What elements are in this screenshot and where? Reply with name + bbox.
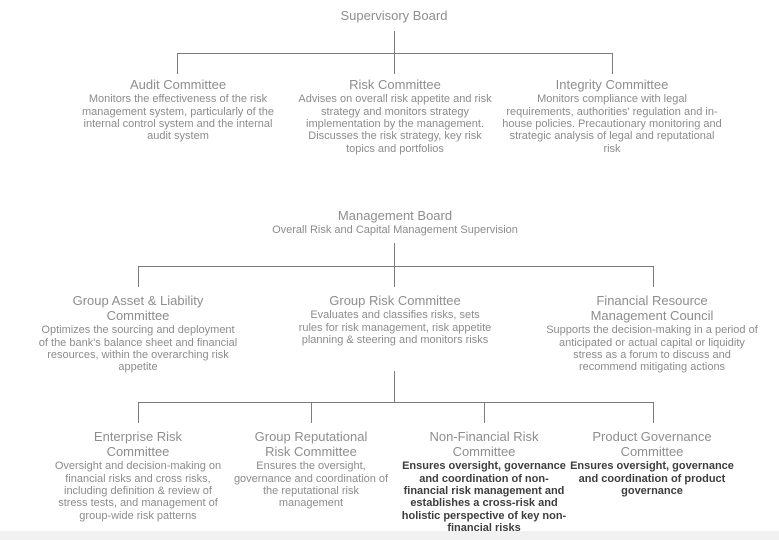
node-supervisory-board: Supervisory Board	[294, 8, 494, 23]
node-risk-committee: Risk Committee Advises on overall risk a…	[297, 77, 493, 155]
connector-drop-audit	[177, 53, 178, 74]
connector-group-risk-branch	[138, 402, 654, 403]
connector-drop-reputational-risk	[311, 402, 312, 423]
node-title: Product Governance Committee	[592, 429, 712, 460]
connector-drop-frmc	[653, 266, 654, 287]
node-group-asset-liability-committee: Group Asset & Liability Committee Optimi…	[38, 293, 238, 374]
node-subtitle: Overall Risk and Capital Management Supe…	[272, 224, 518, 237]
node-description: Optimizes the sourcing and deployment of…	[38, 324, 238, 374]
node-title: Management Board	[337, 208, 453, 223]
connector-supervisory-branch	[177, 53, 613, 54]
node-title: Group Reputational Risk Committee	[254, 429, 368, 460]
connector-drop-enterprise-risk	[138, 402, 139, 423]
node-audit-committee: Audit Committee Monitors the effectivene…	[73, 77, 283, 143]
node-description: Advises on overall risk appetite and ris…	[298, 93, 492, 155]
node-description: Oversight and decision-making on financi…	[54, 460, 222, 522]
node-enterprise-risk-committee: Enterprise Risk Committee Oversight and …	[36, 429, 240, 522]
connector-supervisory-stem	[394, 31, 395, 53]
node-title: Non-Financial Risk Committee	[429, 429, 539, 460]
node-title: Group Risk Committee	[329, 293, 461, 308]
node-non-financial-risk-committee: Non-Financial Risk Committee Ensures ove…	[397, 429, 571, 535]
node-description: Monitors compliance with legal requireme…	[502, 93, 722, 155]
node-title: Risk Committee	[349, 77, 441, 92]
connector-drop-group-risk	[394, 266, 395, 287]
node-description: Supports the decision-making in a period…	[546, 324, 758, 374]
connector-drop-integrity	[612, 53, 613, 74]
connector-management-branch	[138, 266, 654, 267]
node-title: Supervisory Board	[340, 8, 448, 23]
connector-drop-product-governance	[653, 402, 654, 423]
window-bottom-edge	[0, 531, 779, 540]
connector-management-stem	[394, 243, 395, 266]
connector-drop-risk	[394, 53, 395, 74]
connector-drop-non-financial-risk	[484, 402, 485, 423]
node-group-reputational-risk-committee: Group Reputational Risk Committee Ensure…	[224, 429, 398, 510]
node-financial-resource-management-council: Financial Resource Management Council Su…	[546, 293, 758, 374]
node-group-risk-committee: Group Risk Committee Evaluates and class…	[297, 293, 493, 346]
node-description: Ensures the oversight, governance and co…	[233, 460, 389, 510]
node-title: Group Asset & Liability Committee	[72, 293, 204, 324]
node-title: Enterprise Risk Committee	[93, 429, 183, 460]
node-title: Integrity Committee	[555, 77, 669, 92]
node-description: Monitors the effectiveness of the risk m…	[82, 93, 274, 143]
connector-group-risk-stem	[394, 371, 395, 402]
node-title: Financial Resource Management Council	[590, 293, 714, 324]
node-description: Ensures oversight, governance and coordi…	[401, 460, 567, 535]
node-product-governance-committee: Product Governance Committee Ensures ove…	[565, 429, 739, 497]
node-description: Evaluates and classifies risks, sets rul…	[298, 309, 492, 346]
node-title: Audit Committee	[129, 77, 227, 92]
connector-drop-galco	[138, 266, 139, 287]
node-management-board: Management Board Overall Risk and Capita…	[197, 208, 593, 237]
node-integrity-committee: Integrity Committee Monitors compliance …	[502, 77, 722, 155]
node-description: Ensures oversight, governance and coordi…	[570, 460, 734, 497]
